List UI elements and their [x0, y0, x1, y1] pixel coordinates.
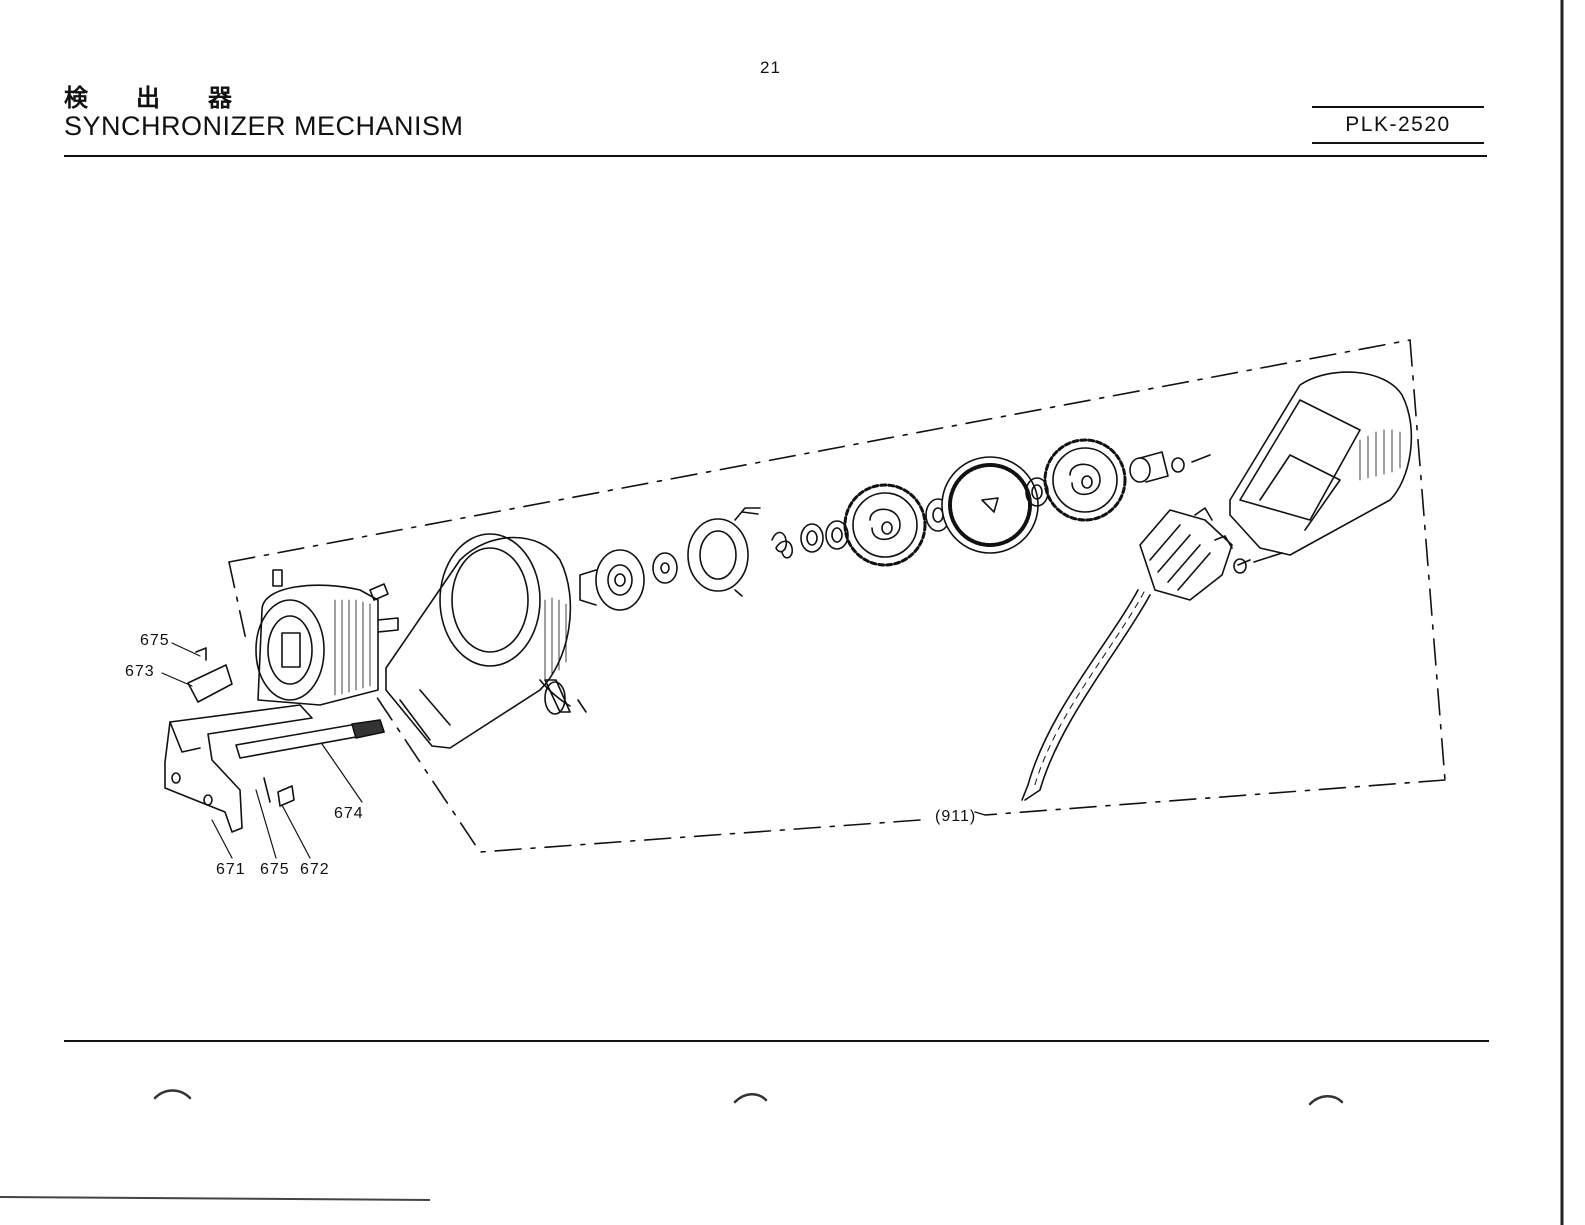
- binding-hole-marks: [0, 0, 1585, 1225]
